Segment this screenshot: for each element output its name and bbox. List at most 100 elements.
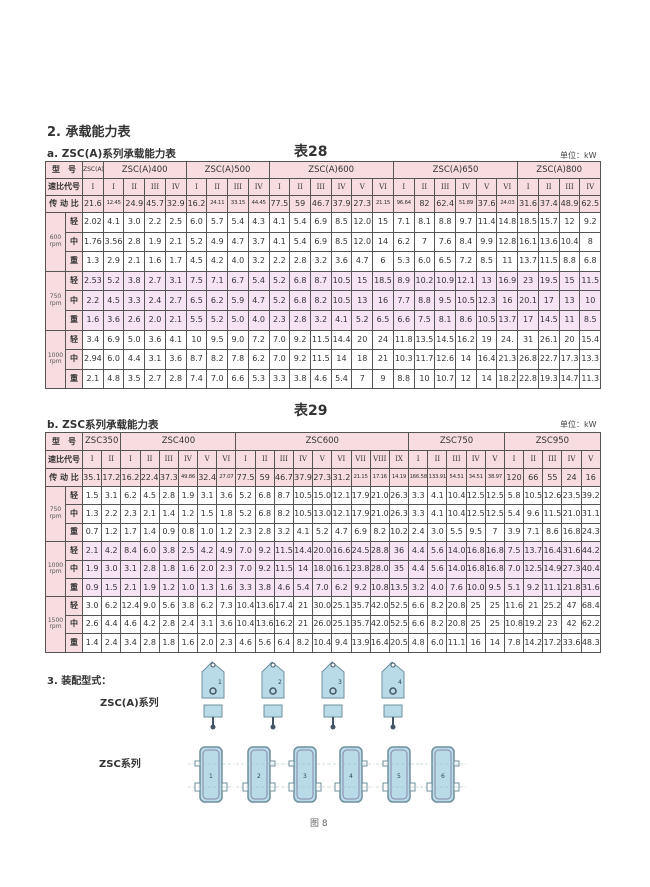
capacity-value: 15.0	[312, 485, 333, 506]
ratio-code: V	[580, 450, 601, 469]
capacity-value: 2.7	[144, 368, 166, 390]
ratio-code: II	[289, 178, 311, 196]
capacity-value: 8.5	[330, 212, 353, 233]
table28-unit: 单位：kW	[560, 151, 597, 160]
table28-number: 表28	[294, 144, 328, 160]
housing-front-view	[247, 746, 271, 803]
capacity-value: 10.4	[446, 485, 467, 506]
capacity-value: 1.4	[158, 504, 179, 524]
capacity-value: 24	[372, 329, 394, 351]
load-label: 重	[65, 577, 83, 598]
capacity-value: 7.2	[455, 251, 477, 272]
capacity-value: 36	[388, 541, 410, 561]
ratio-value: 166.58	[408, 468, 429, 487]
ratio-code: VII	[350, 450, 371, 469]
capacity-value: 13.0	[312, 504, 333, 524]
capacity-value: 5.4	[503, 504, 525, 524]
model-name: ZSC(A)600	[268, 161, 394, 179]
ratio-header: 传 动 比	[45, 468, 83, 487]
capacity-value: 8.2	[369, 522, 390, 543]
capacity-value: 4.2	[206, 251, 229, 272]
ratio-code: I	[503, 450, 525, 469]
capacity-value: 1.6	[144, 251, 166, 272]
capacity-value: 4.0	[247, 309, 270, 331]
model-name: ZSC750	[408, 432, 505, 451]
ratio-value: 133.91	[427, 468, 448, 487]
ratio-value: 12.45	[102, 195, 125, 213]
shaft-icon	[392, 717, 394, 725]
load-label: 轻	[65, 541, 83, 561]
load-label: 中	[65, 559, 83, 579]
ratio-code: I	[82, 178, 104, 196]
capacity-value: 31.6	[561, 541, 582, 561]
input-shaft-icon	[453, 760, 460, 767]
capacity-value: 4.7	[351, 251, 374, 272]
capacity-value: 10.4	[235, 596, 256, 616]
ratio-value: 17.2	[101, 468, 122, 487]
model-name: ZSC(A)400	[102, 161, 187, 179]
ratio-value: 46.7	[273, 468, 294, 487]
capacity-value: 7.5	[503, 541, 525, 561]
capacity-value: 5.2	[185, 231, 208, 253]
housing-top-view	[383, 704, 403, 718]
capacity-value: 3.6	[102, 309, 125, 331]
speed-label: 750 rpm	[45, 270, 66, 331]
type-number: 3	[338, 679, 342, 686]
capacity-value: 3.3	[408, 504, 429, 524]
capacity-value: 7.4	[185, 368, 208, 390]
ratio-value: 37.9	[330, 195, 353, 213]
capacity-value: 10.5	[455, 290, 477, 311]
capacity-value: 21	[372, 349, 394, 370]
bolt-hole-icon	[330, 662, 336, 668]
ratio-code: I	[517, 178, 539, 196]
capacity-value: 8.2	[427, 596, 448, 616]
capacity-value: 9.6	[523, 504, 544, 524]
capacity-value: 7	[351, 368, 374, 390]
capacity-value: 26.8	[517, 349, 539, 370]
capacity-value: 8.7	[309, 270, 332, 292]
capacity-value: 26.0	[312, 614, 333, 635]
capacity-value: 6.2	[392, 231, 415, 253]
capacity-value: 35	[388, 559, 410, 579]
capacity-value: 9.7	[455, 212, 477, 233]
capacity-value: 8.8	[413, 290, 436, 311]
capacity-value: 8.8	[392, 368, 415, 390]
capacity-value: 17	[517, 309, 539, 331]
capacity-value: 2.3	[235, 522, 256, 543]
capacity-value: 14.5	[434, 329, 457, 351]
capacity-value: 25	[465, 596, 486, 616]
capacity-value: 10.5	[292, 485, 314, 506]
capacity-value: 4.1	[164, 329, 187, 351]
ratio-code-header: 速比代号	[45, 450, 83, 469]
capacity-value: 2.0	[144, 309, 166, 331]
capacity-value: 15	[351, 270, 374, 292]
capacity-value: 2.0	[197, 559, 218, 579]
capacity-value: 3.2	[247, 251, 270, 272]
capacity-value: 44.2	[580, 541, 601, 561]
capacity-value: 16.1	[331, 559, 352, 579]
capacity-value: 27.3	[561, 559, 582, 579]
capacity-value: 9.2	[254, 541, 275, 561]
capacity-value: 33.6	[561, 633, 582, 653]
capacity-value: 8.1	[413, 212, 436, 233]
load-label: 中	[65, 231, 83, 253]
capacity-value: 11	[496, 251, 519, 272]
capacity-value: 21	[292, 614, 314, 635]
capacity-value: 7.1	[392, 212, 415, 233]
ratio-value: 37.3	[158, 468, 179, 487]
housing-front-view	[339, 746, 363, 803]
capacity-value: 3.8	[177, 596, 199, 616]
capacity-value: 3.1	[197, 485, 218, 506]
capacity-value: 4.0	[427, 577, 448, 598]
capacity-value: 7	[413, 231, 436, 253]
capacity-value: 1.6	[177, 559, 199, 579]
capacity-value: 9.5	[484, 577, 505, 598]
capacity-value: 16	[465, 633, 486, 653]
capacity-value: 2.9	[102, 251, 125, 272]
capacity-value: 1.5	[81, 485, 103, 506]
capacity-value: 8.2	[206, 349, 229, 370]
capacity-value: 6.2	[120, 485, 141, 506]
ratio-code: IX	[388, 450, 410, 469]
